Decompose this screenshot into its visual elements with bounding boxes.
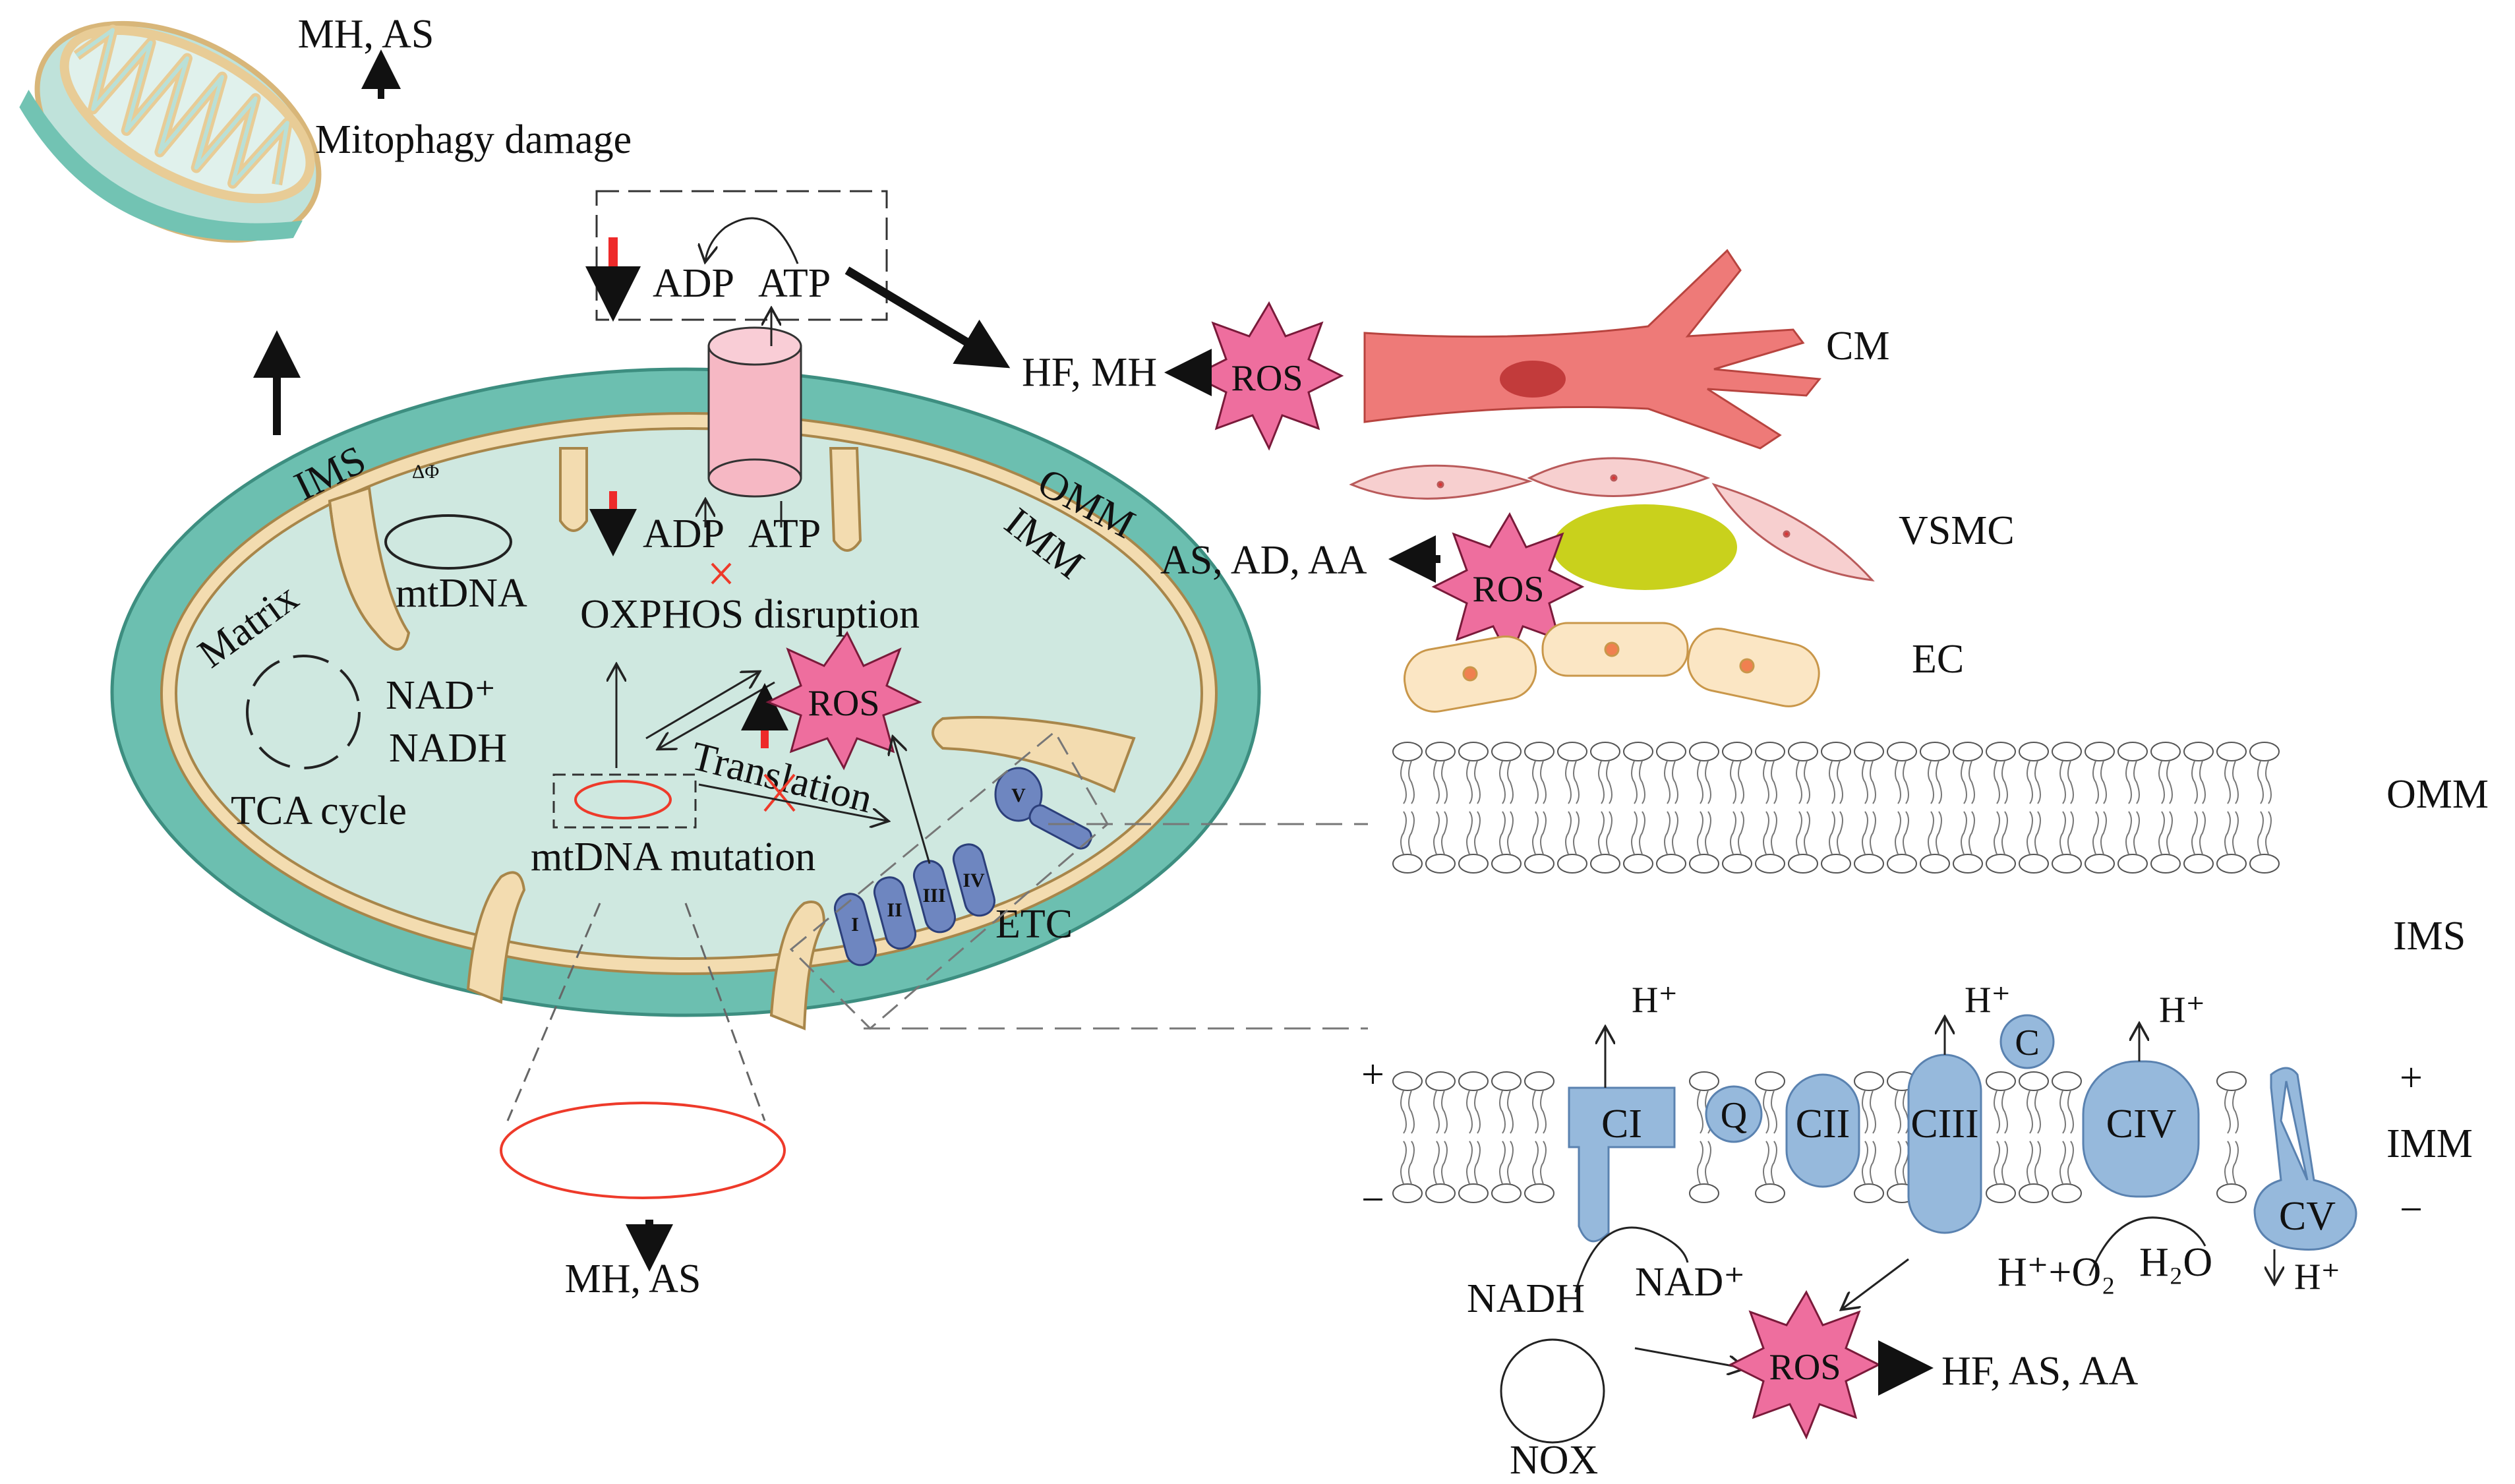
h-plus-civ: H⁺ bbox=[2159, 990, 2205, 1030]
atp-to-hf-arrow bbox=[844, 266, 1011, 369]
mito-ros-star bbox=[765, 631, 922, 771]
c-label: C bbox=[2015, 1023, 2039, 1063]
damaged-mitochondrion bbox=[19, 20, 322, 243]
membrane-ims-label: IMS bbox=[2393, 914, 2466, 959]
zoom-line-right bbox=[684, 903, 766, 1121]
etc-zoom-box bbox=[789, 730, 1109, 1030]
atp-box-adp: ADP bbox=[653, 261, 734, 306]
nadh-label-membrane: NADH bbox=[1467, 1276, 1585, 1321]
membrane-imm-label: IMM bbox=[2386, 1121, 2473, 1166]
minus-right: − bbox=[2400, 1187, 2423, 1232]
complex-cii bbox=[1785, 1073, 1860, 1188]
zoom-line-left bbox=[506, 903, 601, 1121]
etc-to-ros-arrow bbox=[893, 738, 931, 864]
ec-cells bbox=[1403, 622, 1820, 713]
omm-bilayer bbox=[1392, 742, 2280, 874]
cv-label: CV bbox=[2279, 1194, 2336, 1239]
atp-box-atp: ATP bbox=[758, 261, 831, 306]
vsmc-cells bbox=[1349, 457, 1875, 581]
nad-label: NAD⁺ bbox=[386, 673, 496, 718]
ci-label: CI bbox=[1601, 1102, 1642, 1146]
h-plus-cv: H⁺ bbox=[2294, 1257, 2340, 1297]
plus-right: + bbox=[2400, 1055, 2423, 1100]
imm-bilayer bbox=[1392, 1071, 2247, 1203]
cardiomyocyte bbox=[1363, 249, 1821, 450]
nox-loop bbox=[1500, 1338, 1605, 1444]
complex-q bbox=[1705, 1085, 1763, 1143]
cv-inner bbox=[2280, 1081, 2309, 1181]
to-ros-arrow bbox=[645, 672, 758, 740]
h-plus-ci: H⁺ bbox=[1632, 980, 1678, 1021]
h-plus-ciii: H⁺ bbox=[1965, 980, 2011, 1021]
ciii-label: CIII bbox=[1910, 1102, 1978, 1146]
h-o2-label: H⁺+O₂ bbox=[1997, 1250, 2116, 1295]
complex-iii-label: III bbox=[922, 885, 945, 906]
h2o-label: H₂O bbox=[2139, 1240, 2212, 1285]
mtdna-mutation-label: mtDNA mutation bbox=[531, 835, 815, 879]
nox-label: NOX bbox=[1510, 1438, 1598, 1483]
plaque bbox=[1553, 504, 1737, 590]
cii-label: CII bbox=[1796, 1102, 1850, 1146]
translation-arrow bbox=[698, 783, 887, 821]
complex-civ bbox=[2082, 1060, 2200, 1198]
complex-i-label: I bbox=[851, 914, 859, 935]
complex-v-label: V bbox=[1011, 785, 1026, 806]
mitophagy-damage-label: Mitophagy damage bbox=[315, 117, 632, 162]
atp-label: ATP bbox=[748, 512, 821, 556]
membrane-ros-star bbox=[1728, 1290, 1881, 1440]
hf-mh-label: HF, MH bbox=[1022, 350, 1157, 395]
ec-label: EC bbox=[1912, 637, 1964, 682]
o2-curve bbox=[2088, 1216, 2206, 1276]
complex-cv bbox=[2253, 1067, 2357, 1251]
atp-cycle-arrow bbox=[705, 217, 799, 264]
complex-c bbox=[1999, 1014, 2055, 1069]
oxphos-disruption-label: OXPHOS disruption bbox=[580, 592, 920, 637]
as-ad-aa-label: AS, AD, AA bbox=[1160, 538, 1367, 583]
ros-star-cm bbox=[1191, 301, 1344, 451]
atp-box bbox=[595, 190, 888, 321]
nadh-to-ros-arrow bbox=[1634, 1347, 1744, 1368]
main-mitochondrion: I II III IV V bbox=[110, 326, 1261, 1030]
mito-ros-label: ROS bbox=[808, 683, 880, 724]
mtdna-label: mtDNA bbox=[396, 571, 527, 616]
membrane-omm-label: OMM bbox=[2386, 772, 2489, 817]
complex-iv-label: IV bbox=[962, 870, 985, 891]
tca-cycle-label: TCA cycle bbox=[231, 788, 407, 833]
translation-cross bbox=[763, 773, 796, 812]
membrane-ros-label: ROS bbox=[1769, 1347, 1841, 1388]
etc-label: ETC bbox=[995, 902, 1073, 947]
plus-left: + bbox=[1361, 1052, 1384, 1097]
oxphos-cross bbox=[711, 562, 732, 585]
nadh-curve bbox=[1574, 1226, 1689, 1293]
membrane-result-label: HF, AS, AA bbox=[1941, 1349, 2138, 1394]
complex-ci bbox=[1568, 1086, 1676, 1243]
cm-label: CM bbox=[1826, 324, 1889, 369]
top-left-result: MH, AS bbox=[298, 12, 434, 57]
minus-left: − bbox=[1361, 1177, 1384, 1222]
adp-label: ADP bbox=[643, 512, 725, 556]
delta-phi-label: ΔΦ bbox=[412, 461, 439, 483]
nad-label-membrane: NAD⁺ bbox=[1635, 1260, 1745, 1305]
ros-cm-label: ROS bbox=[1231, 358, 1303, 399]
q-label: Q bbox=[1721, 1095, 1747, 1136]
mtdna-zoom-ellipse bbox=[500, 1102, 786, 1199]
vsmc-label: VSMC bbox=[1899, 508, 2015, 553]
nadh-label: NADH bbox=[389, 726, 507, 771]
membrane-complexes bbox=[1568, 1014, 2357, 1251]
civ-label: CIV bbox=[2106, 1102, 2177, 1146]
bottom-left-result: MH, AS bbox=[565, 1257, 701, 1301]
ros-vsmc-label: ROS bbox=[1473, 569, 1545, 610]
ciii-to-ros-arrow bbox=[1843, 1258, 1909, 1309]
complex-ii-label: II bbox=[887, 899, 902, 921]
